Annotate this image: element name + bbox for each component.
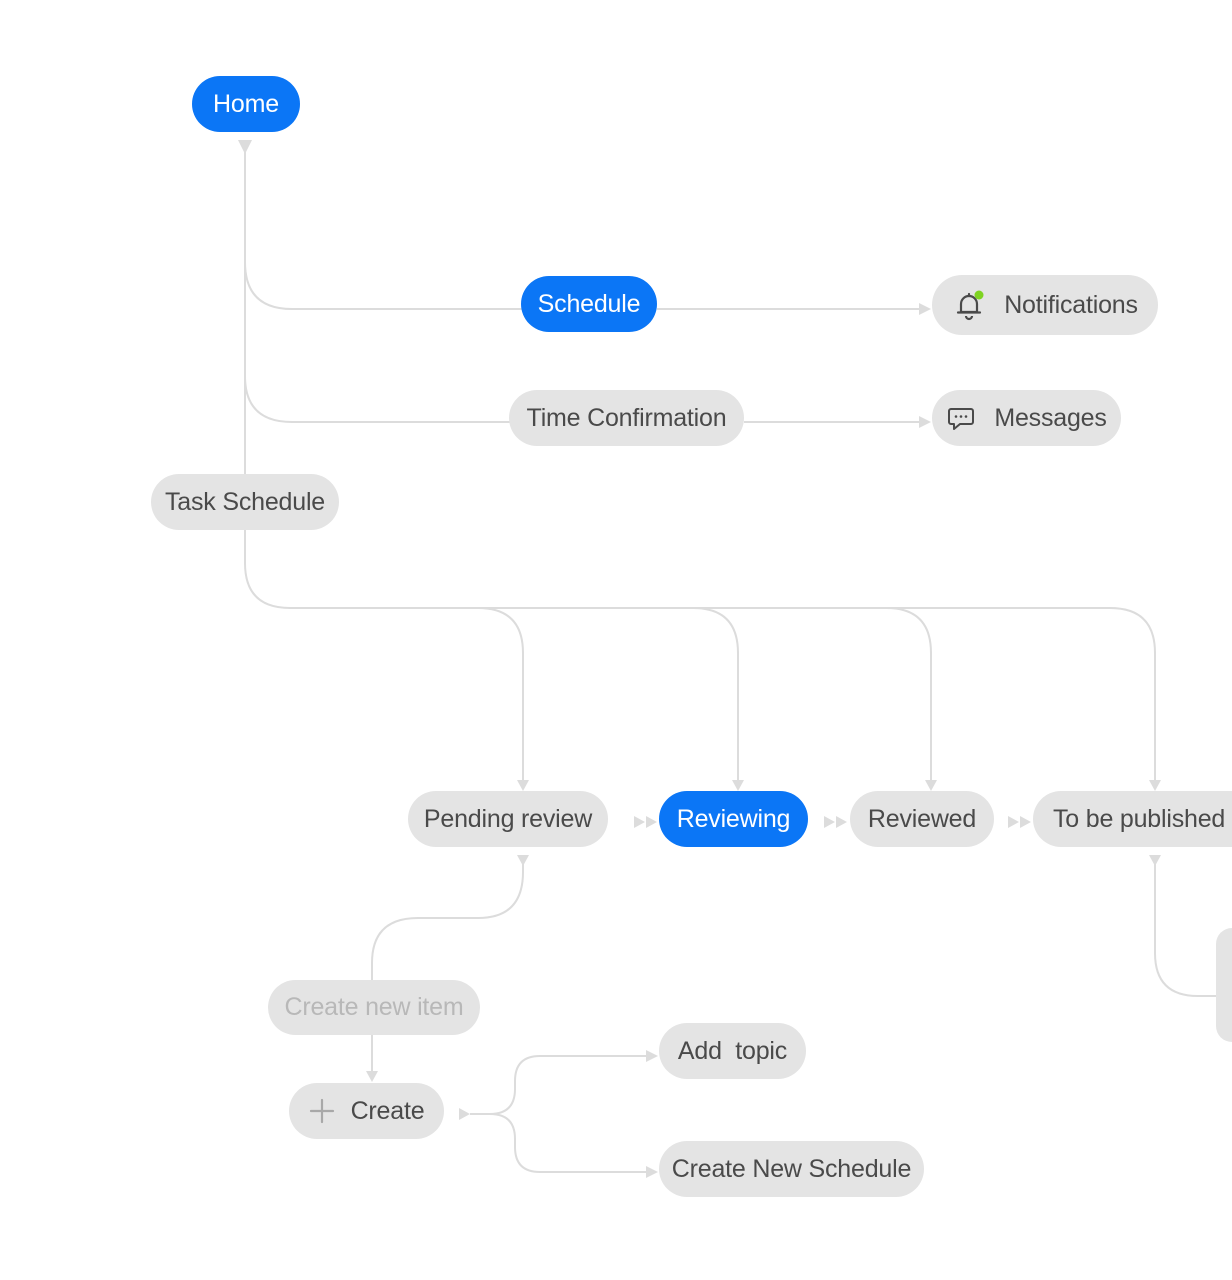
create-new-schedule-node[interactable]: Create New Schedule xyxy=(659,1141,924,1197)
add-topic-node[interactable]: Add topic xyxy=(659,1023,806,1079)
task-schedule-label: Task Schedule xyxy=(165,487,325,516)
pending-review-label: Pending review xyxy=(423,804,593,833)
pending-review-node[interactable]: Pending review xyxy=(408,791,608,847)
home-label: Home xyxy=(213,89,279,118)
create-new-schedule-label: Create New Schedule xyxy=(671,1154,912,1183)
home-node[interactable]: Home xyxy=(192,76,300,132)
messages-label: Messages xyxy=(994,403,1107,432)
reviewing-node[interactable]: Reviewing xyxy=(659,791,808,847)
chat-bubble-icon xyxy=(946,403,976,433)
reviewed-node[interactable]: Reviewed xyxy=(850,791,994,847)
next-node-partial[interactable] xyxy=(1216,928,1232,1042)
notifications-node[interactable]: Notifications xyxy=(932,275,1158,335)
create-new-item-node[interactable]: Create new item xyxy=(268,980,480,1035)
time-confirmation-node[interactable]: Time Confirmation xyxy=(509,390,744,446)
create-node[interactable]: Create xyxy=(289,1083,444,1139)
status-dot xyxy=(974,290,984,300)
time-confirmation-label: Time Confirmation xyxy=(526,403,727,432)
task-schedule-node[interactable]: Task Schedule xyxy=(151,474,339,530)
messages-node[interactable]: Messages xyxy=(932,390,1121,446)
schedule-label: Schedule xyxy=(537,289,641,318)
bell-icon xyxy=(952,288,986,322)
add-topic-label: Add topic xyxy=(677,1036,788,1065)
reviewed-label: Reviewed xyxy=(867,804,977,833)
plus-icon xyxy=(309,1098,335,1124)
create-new-item-label: Create new item xyxy=(284,993,464,1021)
schedule-node[interactable]: Schedule xyxy=(521,276,657,332)
create-label: Create xyxy=(350,1096,425,1125)
notifications-label: Notifications xyxy=(1004,290,1138,319)
to-be-published-node[interactable]: To be published xyxy=(1033,791,1232,847)
to-be-published-label: To be published xyxy=(1053,804,1226,833)
reviewing-label: Reviewing xyxy=(676,804,791,833)
